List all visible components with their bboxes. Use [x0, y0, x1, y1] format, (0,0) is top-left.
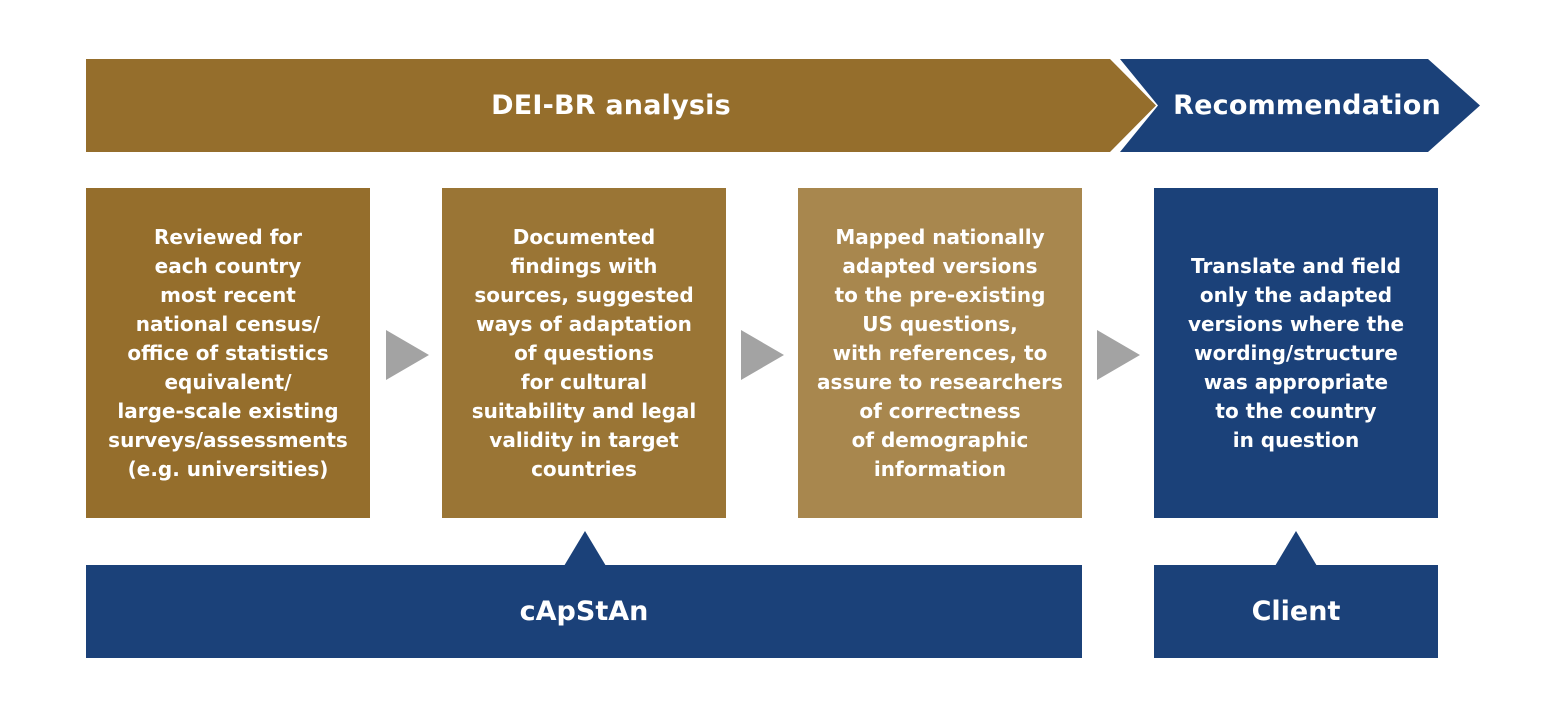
step-box-review: Reviewed for each country most recent na…: [86, 188, 370, 518]
banner-dei-br-analysis: DEI-BR analysis: [86, 59, 1156, 152]
arrow-right-icon: [1097, 330, 1140, 380]
step-box-documented-text: Documented findings with sources, sugges…: [471, 224, 697, 481]
bar-client-label: Client: [1251, 596, 1341, 627]
bar-capstan-label: cApStAn: [519, 596, 649, 627]
bar-capstan: cApStAn: [86, 565, 1082, 658]
arrow-right-icon: [386, 330, 429, 380]
step-box-documented: Documented findings with sources, sugges…: [442, 188, 726, 518]
banner-recommendation: Recommendation: [1120, 59, 1480, 152]
triangle-up-icon: [1275, 531, 1317, 566]
arrow-right-icon: [741, 330, 784, 380]
banner-analysis-label: DEI-BR analysis: [491, 90, 731, 121]
step-box-review-text: Reviewed for each country most recent na…: [108, 224, 348, 481]
banner-recommendation-label: Recommendation: [1173, 90, 1441, 121]
step-box-mapped: Mapped nationally adapted versions to th…: [798, 188, 1082, 518]
step-box-translate: Translate and field only the adapted ver…: [1154, 188, 1438, 518]
step-box-mapped-text: Mapped nationally adapted versions to th…: [817, 224, 1063, 481]
step-box-translate-text: Translate and field only the adapted ver…: [1187, 253, 1405, 452]
bar-client: Client: [1154, 565, 1438, 658]
triangle-up-icon: [564, 531, 606, 566]
